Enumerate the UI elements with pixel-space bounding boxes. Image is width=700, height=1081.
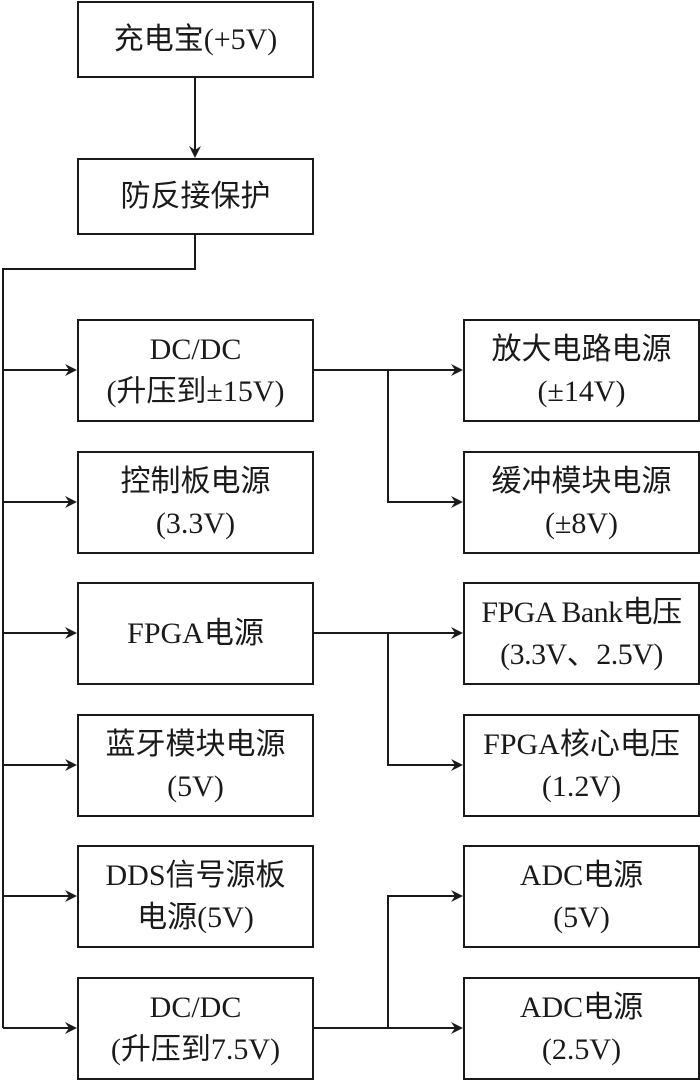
node-sublabel: (3.3V、2.5V) — [500, 637, 663, 671]
arrow-to-fpga-core — [387, 633, 463, 771]
node-dcdc-15v: DC/DC (升压到±15V) — [77, 319, 314, 422]
node-bluetooth: 蓝牙模块电源 (5V) — [77, 714, 314, 817]
node-fpga-power: FPGA电源 — [77, 582, 314, 685]
node-adc-5v: ADC电源 (5V) — [463, 845, 700, 948]
node-fpga-core: FPGA核心电压 (1.2V) — [463, 714, 700, 817]
arrow-to-buffer-module — [387, 370, 463, 508]
node-label: ADC电源 — [519, 858, 644, 892]
node-adc-2-5v: ADC电源 (2.5V) — [463, 977, 700, 1080]
node-dds-board: DDS信号源板 电源(5V) — [77, 845, 314, 948]
node-dcdc-7-5v: DC/DC (升压到7.5V) — [77, 977, 314, 1080]
node-label: 缓冲模块电源 — [491, 464, 672, 498]
node-label: FPGA Bank电压 — [481, 595, 682, 629]
node-amp-circuit: 放大电路电源 (±14V) — [463, 319, 700, 422]
node-label: 防反接保护 — [120, 179, 271, 213]
node-label: 控制板电源 — [120, 464, 271, 498]
node-sublabel: (2.5V) — [541, 1032, 622, 1066]
node-control-board: 控制板电源 (3.3V) — [77, 451, 314, 554]
node-power-bank: 充电宝(+5V) — [77, 1, 314, 78]
node-label: DC/DC — [149, 990, 242, 1024]
node-label: ADC电源 — [519, 990, 644, 1024]
node-sublabel: (升压到7.5V) — [110, 1032, 281, 1066]
node-sublabel: (5V) — [553, 900, 610, 934]
node-sublabel: (±8V) — [544, 506, 619, 540]
node-label: 充电宝(+5V) — [113, 22, 278, 56]
node-sublabel: (5V) — [167, 769, 224, 803]
node-label: DDS信号源板 — [105, 858, 286, 892]
node-sublabel: (1.2V) — [541, 769, 622, 803]
node-label: 放大电路电源 — [491, 332, 672, 366]
node-label: FPGA电源 — [127, 616, 264, 650]
node-label: 蓝牙模块电源 — [105, 727, 286, 761]
arrow-to-adc-5v — [387, 890, 463, 1028]
node-sublabel: 电源(5V) — [137, 900, 254, 934]
node-sublabel: (升压到±15V) — [106, 374, 285, 408]
node-label: FPGA核心电压 — [483, 727, 680, 761]
node-label: DC/DC — [149, 332, 242, 366]
node-reverse-protection: 防反接保护 — [77, 158, 314, 235]
node-buffer-module: 缓冲模块电源 (±8V) — [463, 451, 700, 554]
node-sublabel: (±14V) — [537, 374, 626, 408]
node-fpga-bank: FPGA Bank电压 (3.3V、2.5V) — [463, 582, 700, 685]
node-sublabel: (3.3V) — [155, 506, 236, 540]
main-bus — [2, 234, 196, 1028]
